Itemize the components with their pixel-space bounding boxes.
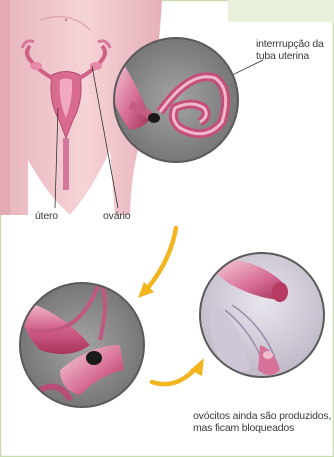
panel-header [228, 0, 334, 22]
oocytes-label-line-1: ovócitos ainda são produzidos, [193, 410, 331, 422]
oocytes-label: ovócitos ainda são produzidos, mas ficam… [193, 410, 331, 434]
oocytes-label-line-2: mas ficam bloqueados [193, 422, 331, 434]
ovary-label: ovário [103, 210, 130, 222]
arrow-right [152, 358, 204, 384]
zoom-circle-tube-closeup [20, 280, 144, 407]
zoom-circle-oocytes [200, 253, 324, 377]
uterus-label: útero [35, 210, 58, 222]
interruption-label: interrrupção da tuba uterina [256, 38, 324, 62]
interruption-label-line-2: tuba uterina [256, 50, 324, 62]
arrow-down-left [138, 228, 176, 298]
interruption-label-line-1: interrrupção da [256, 38, 324, 50]
zoom-circle-interruption [112, 38, 238, 162]
